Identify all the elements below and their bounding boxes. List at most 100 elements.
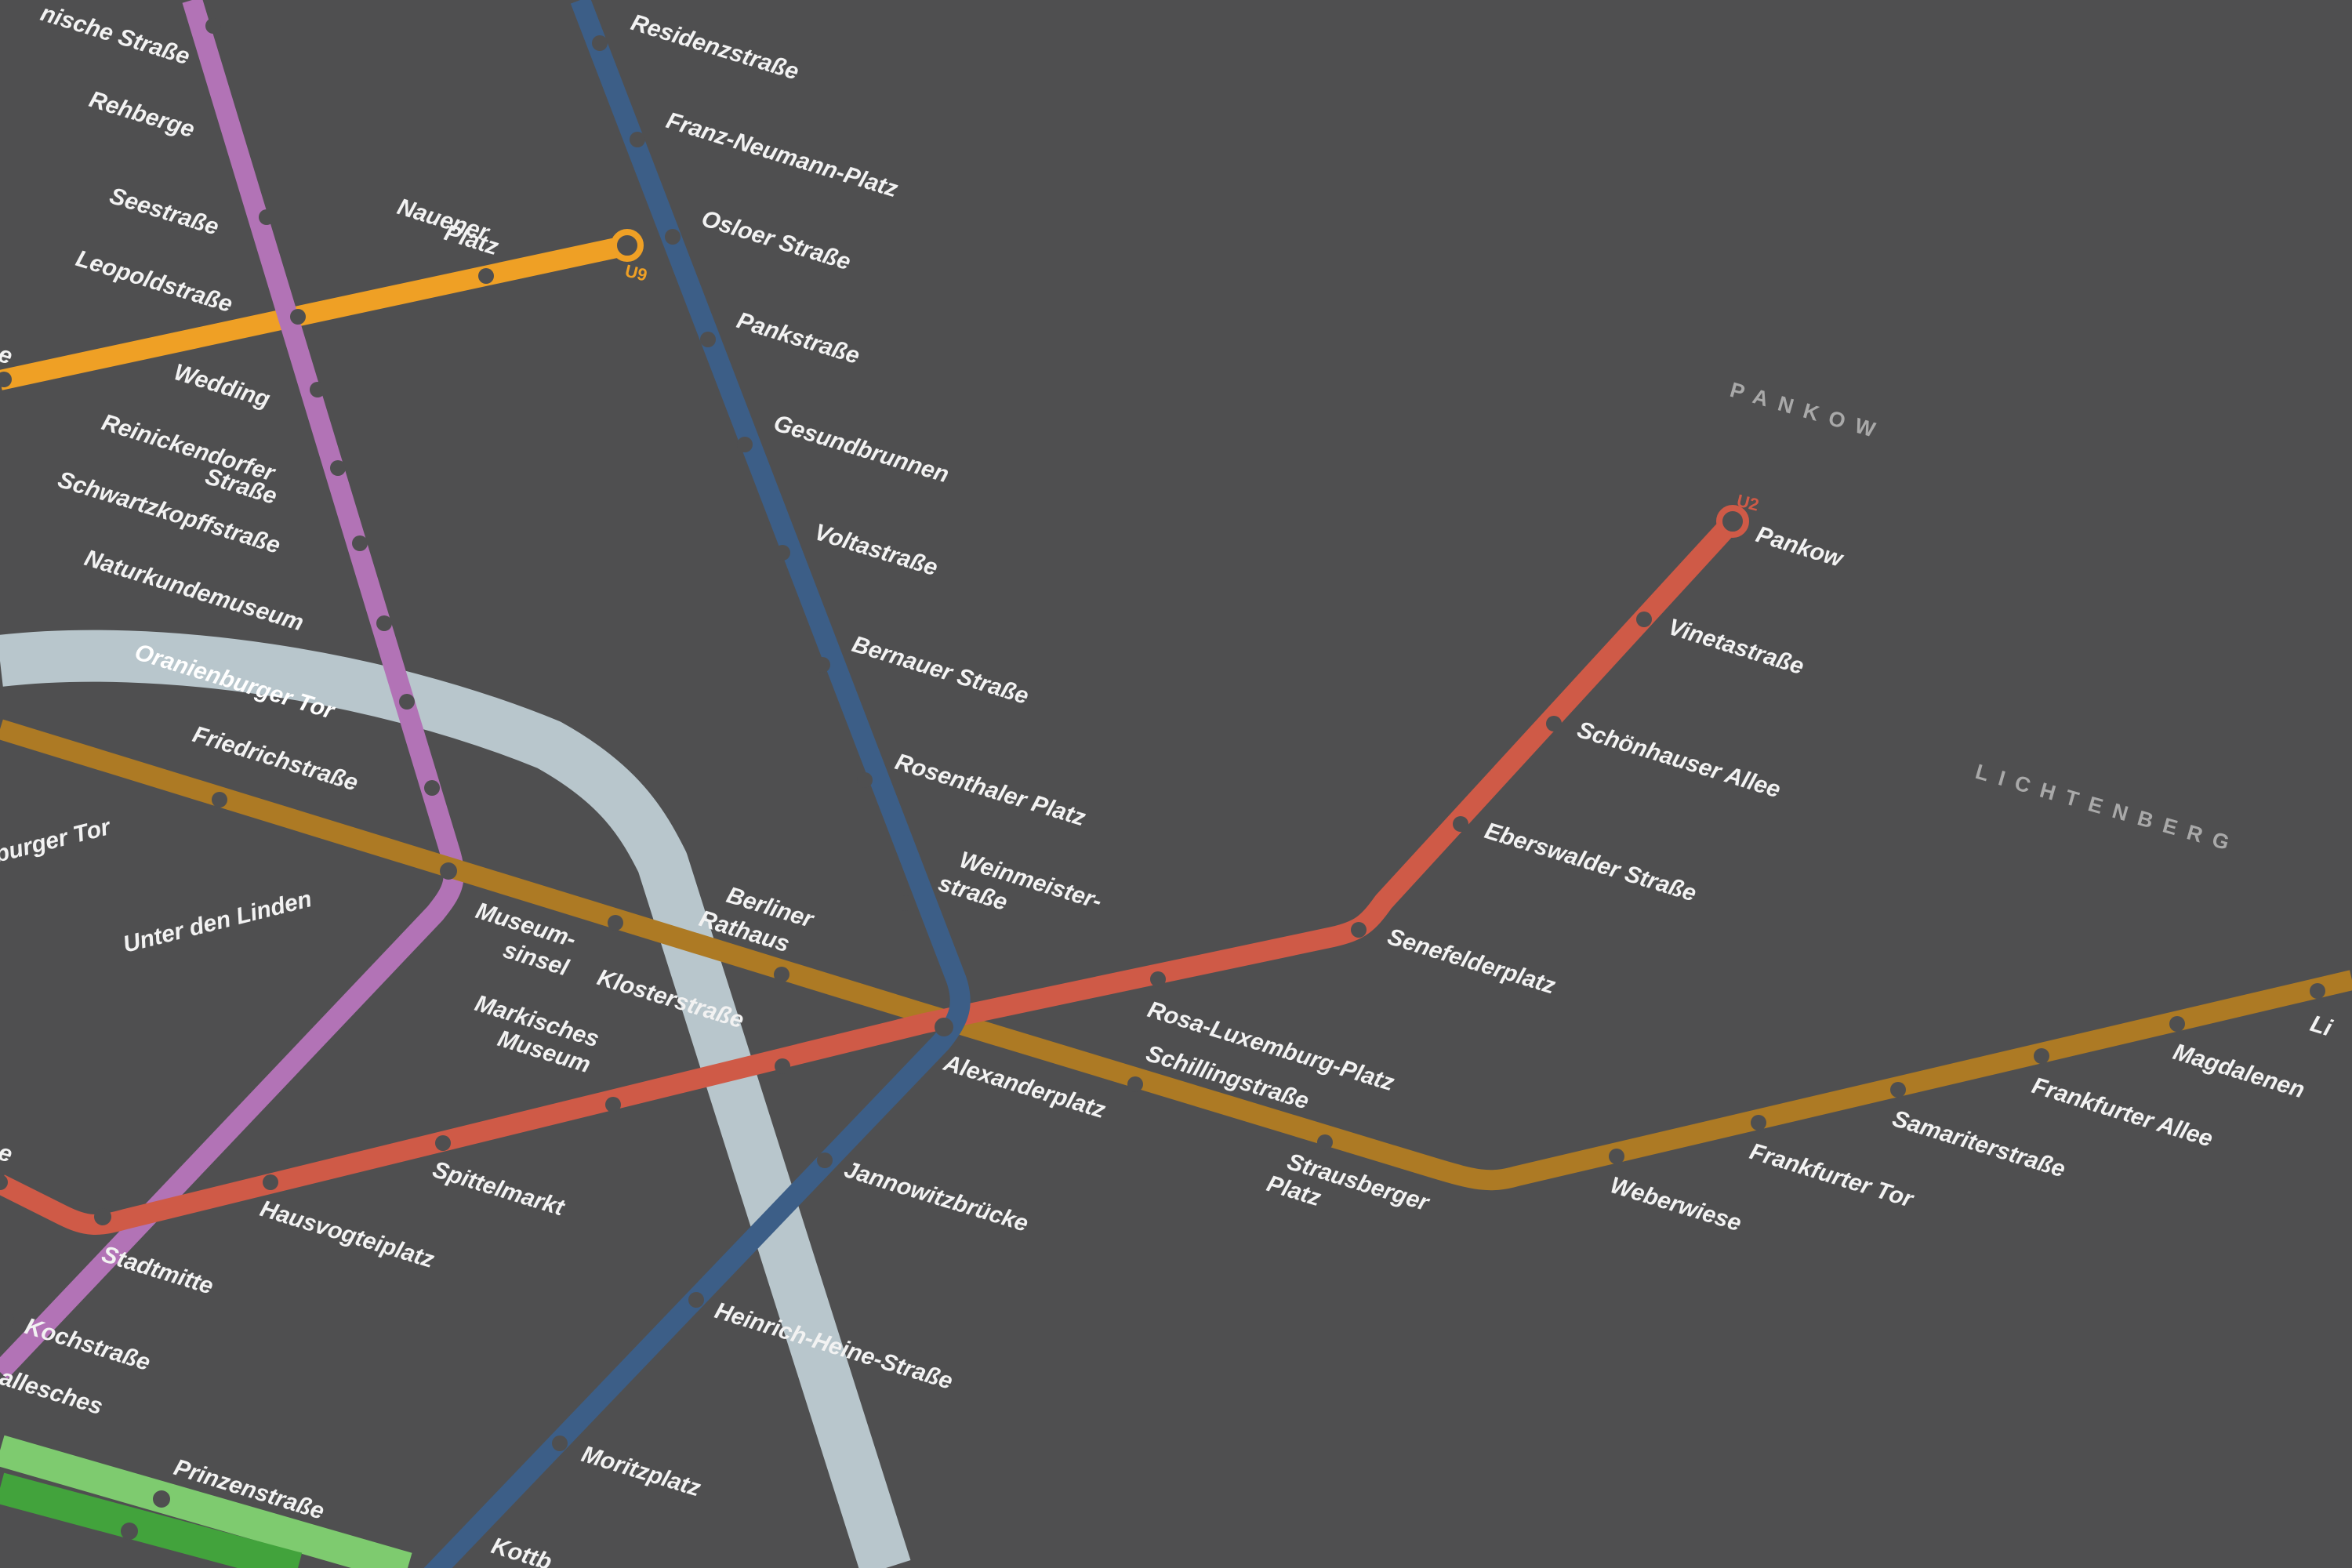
green-line-dark xyxy=(0,1472,303,1568)
station-label-frankfurter-tor: Frankfurter Tor xyxy=(1747,1138,1918,1213)
station-dot[interactable] xyxy=(815,657,830,673)
station-dot[interactable] xyxy=(376,615,392,631)
station-label-spittelmarkt: Spittelmarkt xyxy=(430,1156,568,1221)
district-label-pankow: PANKOW xyxy=(1727,378,1888,445)
station-dot[interactable] xyxy=(94,1208,111,1225)
station-label-osloer-strasse: Osloer Straße xyxy=(699,205,854,275)
station-dot[interactable] xyxy=(775,545,790,561)
station-dot[interactable] xyxy=(399,694,415,710)
station-dot[interactable] xyxy=(630,132,645,147)
station-label-kolonie: nische Straße xyxy=(38,0,193,70)
station-label-franz-neumann-platz: Franz-Neumann-Platz xyxy=(663,107,901,202)
u6-line xyxy=(0,0,464,1379)
station-dot[interactable] xyxy=(1453,816,1468,832)
station-label-pankstrasse: Pankstraße xyxy=(734,307,862,369)
u8-line xyxy=(423,0,971,1568)
station-label-naturkundemuseum: Naturkundemuseum xyxy=(82,545,307,636)
station-label-stadtmitte: Stadtmitte xyxy=(99,1241,216,1299)
station-dot[interactable] xyxy=(478,268,494,284)
station-dot[interactable] xyxy=(1609,1149,1624,1164)
station-dot[interactable] xyxy=(2034,1048,2049,1064)
station-label-senefelderplatz: Senefelderplatz xyxy=(1385,924,1559,999)
station-dot[interactable] xyxy=(552,1436,568,1451)
station-label-lichtenberg-partial: Li xyxy=(2307,1011,2336,1042)
station-dot[interactable] xyxy=(700,332,716,347)
u5-line xyxy=(0,719,2352,1191)
station-dot[interactable] xyxy=(1150,971,1166,987)
u9-terminus-dot[interactable] xyxy=(611,229,644,262)
station-label-wedding: Wedding xyxy=(171,359,273,412)
station-dot[interactable] xyxy=(665,229,681,245)
s-bahn-ring-line xyxy=(0,630,911,1568)
station-label-hausvogteiplatz: Hausvogteiplatz xyxy=(257,1196,437,1273)
station-dot[interactable] xyxy=(0,1312,14,1327)
green-line-light xyxy=(0,1435,412,1568)
station-label-frankfurter-allee: Frankfurter Allee xyxy=(2029,1073,2216,1152)
station-dot[interactable] xyxy=(310,382,325,397)
station-dot[interactable] xyxy=(424,780,440,796)
station-label-samariterstrasse: Samariterstraße xyxy=(1889,1105,2068,1182)
station-dot[interactable] xyxy=(352,535,368,551)
station-dot[interactable] xyxy=(435,1135,451,1151)
station-dot[interactable] xyxy=(263,1174,278,1190)
u2-terminus-dot[interactable] xyxy=(1716,505,1749,538)
station-dot[interactable] xyxy=(1127,1076,1143,1092)
station-label-unter-den-linden: Unter den Linden xyxy=(121,886,314,958)
station-dot[interactable] xyxy=(935,1018,953,1036)
station-label-left-edge-1: e xyxy=(0,341,16,369)
station-label-kochstrasse: Kochstraße xyxy=(22,1313,153,1376)
station-label-burger-tor: burger Tor xyxy=(0,814,114,868)
station-dot[interactable] xyxy=(774,967,789,982)
station-label-jannowitzbruecke: Jannowitzbrücke xyxy=(841,1156,1031,1237)
u9-line-tag: U9 xyxy=(623,261,649,285)
station-dot[interactable] xyxy=(688,1292,704,1308)
station-dot[interactable] xyxy=(0,1174,8,1190)
station-label-seestrasse: Seestraße xyxy=(107,183,222,240)
station-dot[interactable] xyxy=(1546,716,1562,731)
station-dot[interactable] xyxy=(1317,1134,1333,1150)
station-dot[interactable] xyxy=(592,35,608,51)
station-dot[interactable] xyxy=(153,1490,170,1508)
station-dot[interactable] xyxy=(2310,983,2325,999)
station-dot[interactable] xyxy=(0,372,12,387)
station-dot[interactable] xyxy=(212,792,227,808)
station-dot[interactable] xyxy=(1751,1115,1766,1131)
station-label-pankow: Pankow xyxy=(1753,521,1847,572)
station-label-nauener-2: Platz xyxy=(441,220,502,260)
station-dot[interactable] xyxy=(608,915,623,931)
station-dot[interactable] xyxy=(330,460,346,476)
station-dot[interactable] xyxy=(605,1097,621,1112)
station-label-vinetastrasse: Vinetastraße xyxy=(1665,614,1807,680)
station-dot[interactable] xyxy=(2169,1016,2185,1032)
station-label-kottbusser: Kottb xyxy=(488,1533,555,1568)
station-label-rehberge: Rehberge xyxy=(86,86,198,143)
station-dot[interactable] xyxy=(857,772,873,788)
station-label-left-edge-2: e xyxy=(0,1139,16,1167)
station-dot[interactable] xyxy=(1351,922,1367,938)
station-label-magdalenen: Magdalenen xyxy=(2170,1039,2307,1103)
station-label-hallesches: allesches xyxy=(0,1364,106,1420)
station-label-reinickendorfer-1: Reinickendorfer xyxy=(99,409,279,487)
u9-line xyxy=(0,235,630,390)
station-dot[interactable] xyxy=(898,895,913,911)
station-dot[interactable] xyxy=(737,437,753,452)
u2-line xyxy=(0,514,1740,1235)
station-dot[interactable] xyxy=(440,862,457,880)
station-dot[interactable] xyxy=(775,1058,790,1074)
station-label-eberswalder-strasse: Eberswalder Straße xyxy=(1482,818,1700,906)
station-dot[interactable] xyxy=(259,209,274,225)
district-label-lichtenberg: LICHTENBERG xyxy=(1973,760,2242,858)
station-dot[interactable] xyxy=(817,1152,833,1168)
station-dot[interactable] xyxy=(290,309,306,325)
station-label-moritzplatz: Moritzplatz xyxy=(579,1441,703,1501)
station-dot[interactable] xyxy=(1636,612,1652,627)
station-dot[interactable] xyxy=(1890,1082,1906,1098)
station-label-leopoldstrasse: Leopoldstraße xyxy=(73,245,235,318)
station-label-rosenthaler-platz: Rosenthaler Platz xyxy=(892,749,1088,831)
station-dot[interactable] xyxy=(205,18,221,34)
station-dot[interactable] xyxy=(121,1523,138,1540)
station-label-residenzstrasse: Residenzstraße xyxy=(628,9,802,85)
station-label-gesundbrunnen: Gesundbrunnen xyxy=(771,410,952,488)
station-label-schoenhauser-allee: Schönhauser Allee xyxy=(1574,717,1784,803)
